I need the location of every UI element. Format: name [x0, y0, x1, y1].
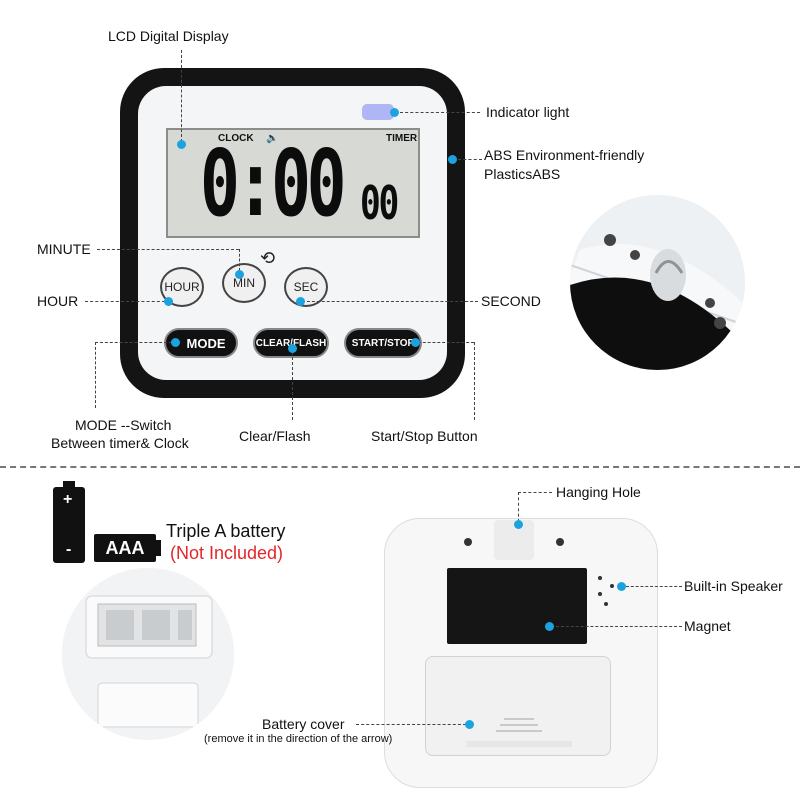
label-clear: Clear/Flash: [239, 428, 311, 444]
leader-line: [97, 249, 239, 250]
callout-dot: [164, 297, 173, 306]
label-hanging-hole: Hanging Hole: [556, 484, 641, 500]
closeup-stand-drawing: [570, 195, 745, 370]
min-button-label: MIN: [233, 276, 255, 290]
label-hour: HOUR: [37, 293, 79, 309]
min-button[interactable]: MIN: [222, 263, 266, 303]
battery-compartment-image: [62, 568, 234, 740]
callout-dot: [171, 338, 180, 347]
lcd-clock-label: CLOCK: [218, 133, 254, 144]
leader-line: [302, 301, 478, 302]
leader-line: [518, 492, 519, 522]
clear-flash-button[interactable]: CLEAR/FLASH: [253, 328, 329, 358]
leader-line: [556, 626, 682, 627]
speaker-hole: [604, 602, 608, 606]
leader-line: [400, 112, 480, 113]
start-stop-button[interactable]: START/STOP: [344, 328, 422, 358]
callout-dot: [545, 622, 554, 631]
leader-line: [85, 301, 165, 302]
label-start-stop: Start/Stop Button: [371, 428, 478, 444]
battery-plus: +: [63, 491, 73, 508]
callout-dot: [177, 140, 186, 149]
hour-button[interactable]: HOUR: [160, 267, 204, 307]
label-minute: MINUTE: [37, 241, 91, 257]
label-abs-line1: ABS Environment-friendly: [484, 147, 645, 163]
leader-line: [626, 586, 682, 587]
leader-line: [239, 249, 240, 271]
callout-dot: [296, 297, 305, 306]
screw: [556, 538, 564, 546]
speaker-hole: [598, 592, 602, 596]
leader-line: [458, 159, 482, 160]
clear-button-label: CLEAR/FLASH: [255, 337, 327, 349]
battery-icon: + -: [53, 487, 85, 563]
battery-cover[interactable]: [425, 656, 611, 756]
label-battery-cover-note: (remove it in the direction of the arrow…: [204, 733, 393, 745]
sec-button-label: SEC: [293, 280, 319, 294]
leader-line: [518, 492, 552, 493]
lcd-display: CLOCK 🔈 TIMER 0:00 00: [166, 128, 420, 238]
label-mode-line1: MODE --Switch: [75, 417, 172, 433]
callout-dot: [235, 270, 244, 279]
label-mode-line2: Between timer& Clock: [51, 435, 189, 451]
hour-button-label: HOUR: [164, 280, 200, 294]
lcd-timer-label: TIMER: [386, 133, 418, 144]
battery-compartment-drawing: [62, 568, 234, 740]
battery-cap: [63, 481, 75, 488]
callout-dot: [465, 720, 474, 729]
aaa-battery-tip: [156, 540, 161, 556]
mode-button[interactable]: MODE: [164, 328, 238, 358]
callout-dot: [390, 108, 399, 117]
label-abs-line2: PlasticsABS: [484, 166, 561, 182]
battery-title: Triple A battery: [166, 521, 286, 541]
start-button-label: START/STOP: [351, 337, 415, 349]
label-indicator: Indicator light: [486, 104, 570, 120]
section-divider: [0, 466, 800, 468]
sec-button[interactable]: SEC: [284, 267, 328, 307]
callout-dot: [411, 338, 420, 347]
label-second: SECOND: [481, 293, 541, 309]
mode-button-label: MODE: [186, 335, 226, 351]
speaker-hole: [598, 576, 602, 580]
callout-dot: [288, 344, 297, 353]
aaa-label: AAA: [105, 537, 145, 558]
callout-dot: [448, 155, 457, 164]
cycle-icon: ⟲: [260, 248, 276, 268]
callout-dot: [514, 520, 523, 529]
label-speaker: Built-in Speaker: [684, 578, 783, 594]
label-magnet: Magnet: [684, 618, 731, 634]
label-battery-cover: Battery cover: [262, 716, 345, 732]
magnet: [447, 568, 587, 644]
speaker-icon: 🔈: [266, 133, 279, 144]
screw: [464, 538, 472, 546]
leader-line: [356, 724, 466, 725]
leader-line: [418, 342, 474, 343]
leader-line: [474, 342, 475, 420]
aaa-battery-icon: AAA: [94, 534, 156, 562]
leader-line: [292, 352, 293, 420]
leader-line: [95, 342, 96, 408]
closeup-stand-image: [570, 195, 745, 370]
lcd-digits-main: 0:00: [200, 130, 347, 237]
battery-minus: -: [66, 541, 72, 558]
speaker-hole: [610, 584, 614, 588]
lcd-digits-seconds: 00: [360, 176, 399, 230]
indicator-light: [362, 104, 394, 120]
battery-cover-ridges: [466, 718, 572, 747]
label-lcd: LCD Digital Display: [108, 28, 229, 44]
leader-line: [95, 342, 172, 343]
leader-line: [181, 50, 182, 142]
callout-dot: [617, 582, 626, 591]
battery-note: (Not Included): [170, 543, 284, 563]
